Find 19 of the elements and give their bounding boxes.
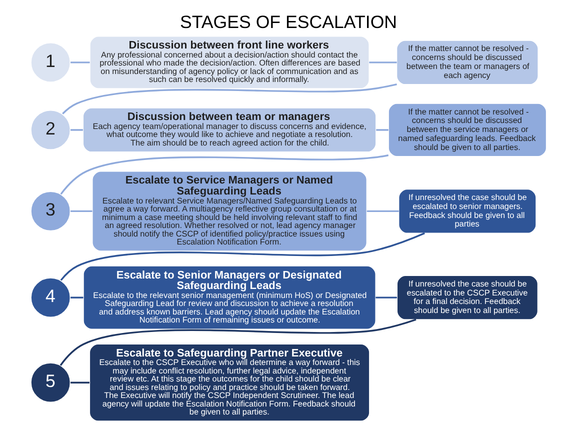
node-circle: 5: [30, 362, 71, 404]
node-circle: 3: [30, 190, 71, 232]
connector: [70, 210, 92, 212]
node-circle: 4: [30, 277, 71, 318]
connector: [70, 62, 90, 64]
connector: [366, 210, 398, 212]
connector: [70, 129, 82, 131]
node-circle: 2: [30, 109, 71, 151]
connector: [60, 154, 388, 195]
node-circle: 1: [30, 42, 71, 83]
connector: [375, 296, 396, 298]
connector: [376, 129, 388, 131]
connector: [60, 232, 424, 281]
connector: [62, 83, 396, 114]
connector: [59, 318, 416, 366]
diagram-title: STAGES OF ESCALATION: [179, 12, 397, 32]
connector: [70, 382, 89, 384]
connector: [368, 62, 396, 64]
connector: [70, 296, 83, 298]
